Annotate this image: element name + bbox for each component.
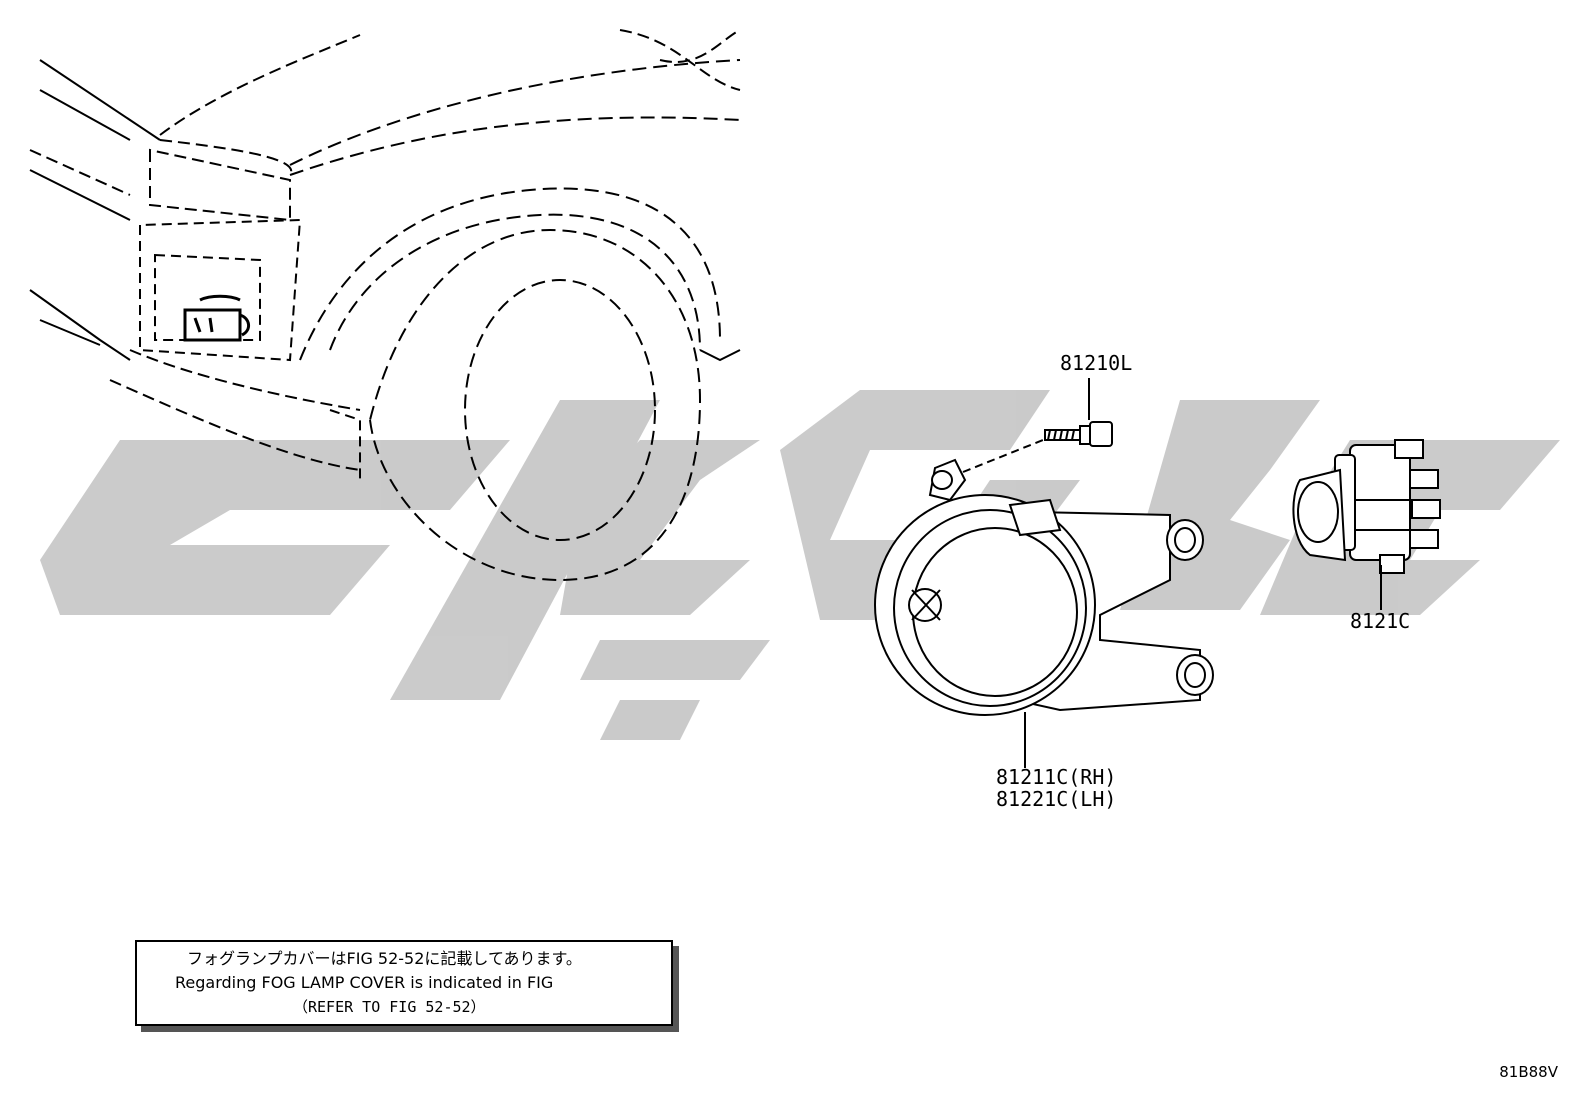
bumper-fog-lamp — [183, 294, 250, 342]
fog-lamp-cover-note: フォグランプカバーはFIG 52-52に記載してあります。 Regarding … — [135, 940, 673, 1026]
fog-lamp-assembly — [874, 458, 1214, 716]
bolt-part — [1044, 421, 1113, 447]
note-english-text: Regarding FOG LAMP COVER is indicated in… — [175, 973, 554, 992]
lamp-rh-part-number: 81211C(RH) — [996, 765, 1117, 789]
bolt-install-line — [962, 439, 1044, 473]
watermark-logo — [40, 390, 1560, 740]
vehicle-outline — [29, 29, 741, 582]
lamp-lh-part-number: 81221C(LH) — [996, 787, 1117, 811]
bulb-socket-part — [1292, 439, 1441, 574]
note-japanese-text: フォグランプカバーはFIG 52-52に記載してあります。 — [187, 949, 582, 968]
note-reference-text: （REFER TO FIG 52-52） — [293, 998, 486, 1016]
bulb-part-number: 8121C — [1350, 609, 1411, 633]
bolt-part-number: 81210L — [1060, 351, 1133, 375]
figure-id: 81B88V — [1499, 1063, 1558, 1081]
